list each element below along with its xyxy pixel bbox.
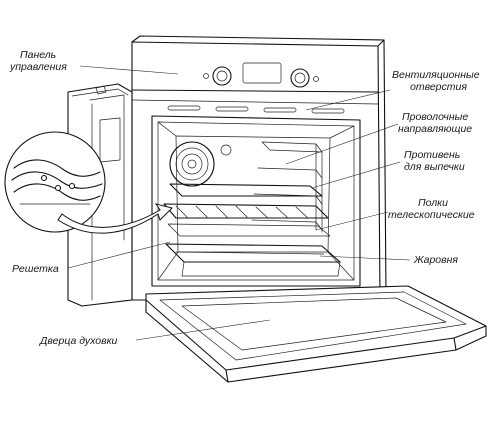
- label-vents-line1: Вентиляционные: [392, 69, 480, 81]
- label-wire-guides-line2: направляющие: [398, 123, 472, 135]
- label-wire-guides-line1: Проволочные: [402, 111, 468, 123]
- label-oven-door: Дверца духовки: [39, 335, 118, 347]
- detail-inset: [4, 131, 106, 233]
- control-panel: [203, 62, 319, 88]
- label-baking-tray-line2: для выпечки: [404, 161, 465, 173]
- label-shelves-line1: Полки: [418, 197, 448, 209]
- label-grid: Решетка: [12, 263, 59, 275]
- right-knob-icon: [290, 68, 310, 88]
- vent-slots: [167, 105, 345, 114]
- leader-lines: [67, 65, 411, 341]
- label-baking-tray-line1: Противень: [404, 149, 460, 161]
- oven-door: [145, 285, 487, 383]
- label-control-panel-line2: управления: [9, 61, 67, 73]
- label-shelves-line2: телескопические: [388, 209, 475, 221]
- fan-icon: [169, 141, 215, 187]
- oven-cavity: [151, 115, 361, 287]
- lamp-icon: [220, 144, 232, 156]
- inset-arrow: [57, 203, 173, 234]
- label-vents-line2: отверстия: [410, 81, 467, 93]
- display-icon: [242, 62, 282, 84]
- left-knob-icon: [212, 66, 232, 86]
- label-control-panel-line1: Панель: [20, 49, 56, 61]
- label-roasting-pan: Жаровня: [413, 254, 458, 266]
